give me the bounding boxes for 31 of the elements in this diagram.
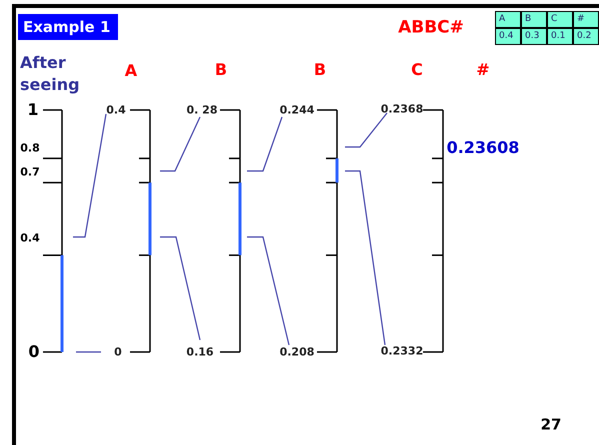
tick-label: 0.16 [186, 346, 214, 358]
heading-label: After seeing [20, 52, 81, 96]
tick-label: 0.4 [20, 232, 40, 244]
tick-label: 0.4 [106, 104, 126, 116]
table-cell: A [495, 11, 521, 28]
table-cell: # [573, 11, 599, 28]
tick-label: 0.7 [20, 166, 40, 178]
tick-label: 0 [114, 346, 122, 358]
tick-label: 0.2332 [380, 346, 424, 356]
result-value: 0.23608 [446, 140, 520, 156]
tick-label: 0.2368 [380, 104, 424, 114]
table-cell: C [547, 11, 573, 28]
tick-label: 0. 28 [186, 104, 218, 116]
table-cell: 0.2 [573, 28, 599, 45]
symbol-label: # [476, 62, 490, 78]
tick-label: 0.244 [280, 104, 314, 116]
symbol-label: B [214, 62, 228, 78]
tick-label: 0.208 [280, 346, 314, 358]
symbol-label: C [411, 62, 423, 78]
tick-label: 1 [27, 102, 39, 118]
table-cell: 0.3 [521, 28, 547, 45]
tick-label: 0.8 [20, 142, 40, 154]
title-banner: Example 1 [18, 14, 118, 40]
symbol-label: B [314, 62, 326, 78]
message-label: ABBC# [398, 20, 464, 36]
table-cell: 0.1 [547, 28, 573, 45]
symbol-label: A [124, 63, 138, 79]
table-cell: 0.4 [495, 28, 521, 45]
page-number: 27 [540, 418, 562, 432]
table-cell: B [521, 11, 547, 28]
tick-label: 0 [28, 344, 40, 360]
